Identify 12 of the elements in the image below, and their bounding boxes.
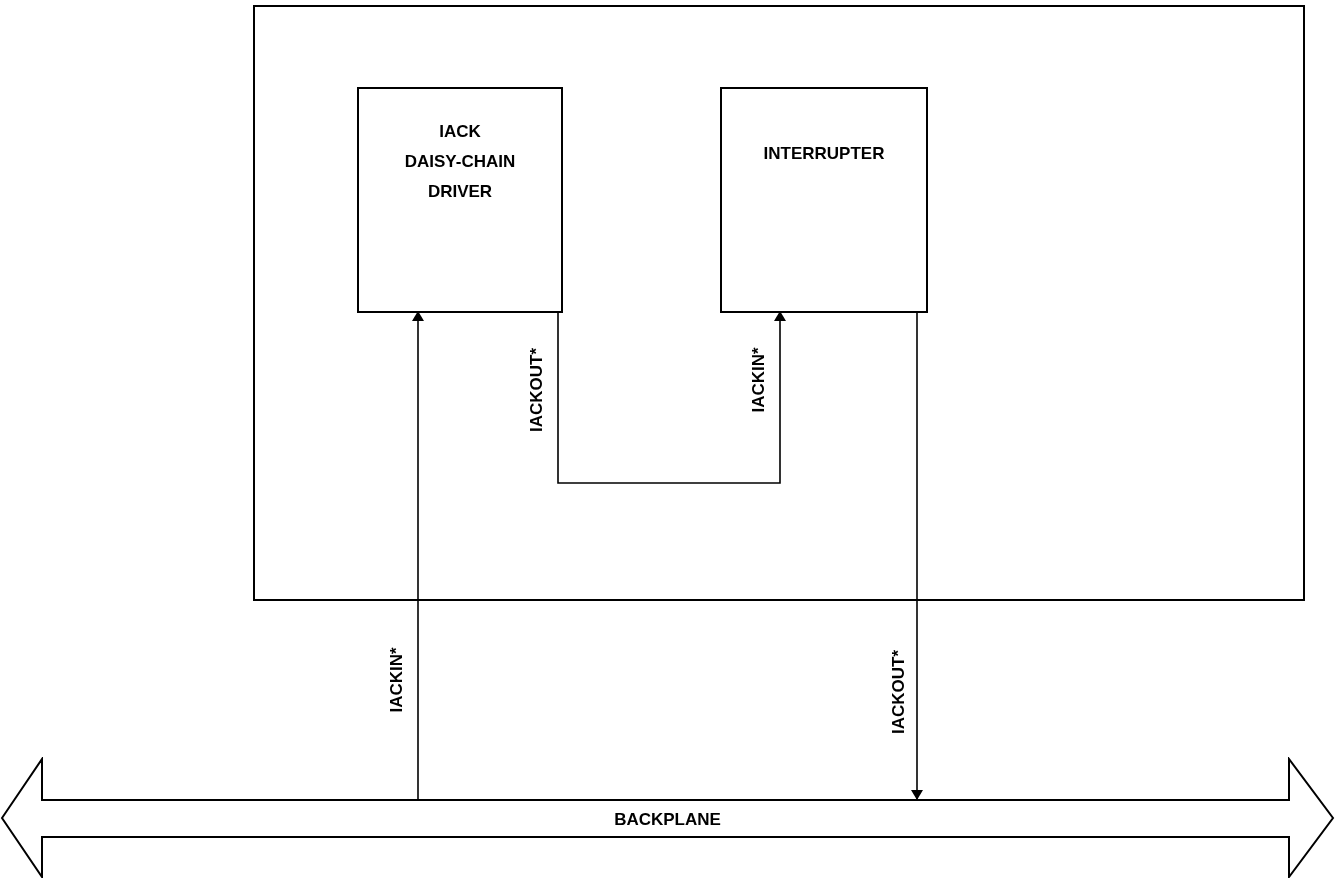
connector-arrow	[557, 310, 786, 484]
connector-arrow	[911, 310, 923, 801]
board-outline	[253, 5, 1305, 601]
connector-arrow	[412, 310, 424, 801]
block-box	[357, 87, 563, 313]
signal-label: IACKIN*	[387, 645, 405, 715]
double-arrow-bus	[0, 757, 1335, 878]
block-box	[720, 87, 928, 313]
bus-label: BACKPLANE	[614, 809, 721, 831]
block-label: IACK DAISY-CHAIN DRIVER	[403, 121, 517, 203]
block-label: INTERRUPTER	[762, 143, 886, 165]
signal-label: IACKIN*	[749, 345, 767, 415]
